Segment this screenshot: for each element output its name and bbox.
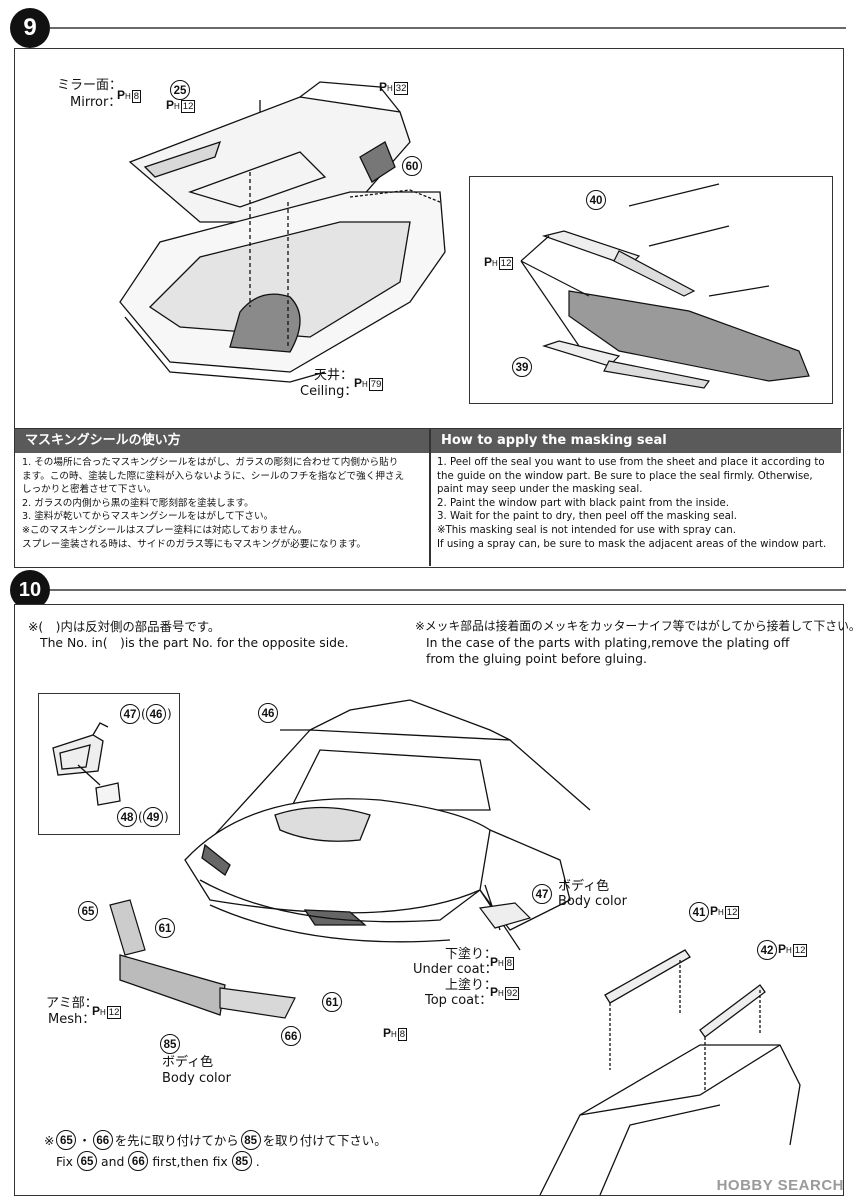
under-coat-label-en: Under coat： <box>413 962 498 977</box>
part-61-callout-left: 61 <box>155 918 175 938</box>
masking-title-jp: マスキングシールの使い方 <box>15 429 429 453</box>
note-plating-jp: ※メッキ部品は接着面のメッキをカッターナイフ等ではがしてから接着して下さい。 <box>415 619 854 633</box>
mesh-label-en: Mesh： <box>48 1012 96 1027</box>
masking-steps-en: 1. Peel off the seal you want to use fro… <box>437 457 827 550</box>
masking-steps-jp: 1. その場所に合ったマスキングシールをはがし、ガラスの彫刻に合わせて内側から貼… <box>22 457 405 550</box>
top-coat-label-jp: 上塗り： <box>445 978 498 993</box>
masking-title-en: How to apply the masking seal <box>431 429 841 453</box>
wiper-drawing <box>520 183 810 389</box>
order-note-jp-85: 85 <box>240 1130 261 1150</box>
note-opposite-side-en: The No. in( )is the part No. for the opp… <box>40 635 349 650</box>
part-47-mirror-drawing <box>478 902 532 929</box>
part-66-drawing <box>219 987 296 1019</box>
order-note-en-85: 85 <box>231 1151 252 1171</box>
under-coat-label-jp: 下塗り： <box>445 947 498 962</box>
top-coat-label-en: Top coat： <box>425 993 493 1008</box>
part-61-callout-right: 61 <box>322 992 342 1012</box>
part-49-paren-close: ) <box>164 810 169 824</box>
part-85-callout: 85 <box>160 1034 180 1054</box>
step-9-rule <box>50 27 846 29</box>
order-note-jp-65: 65 <box>56 1130 77 1150</box>
masking-instructions-box <box>14 428 842 567</box>
part-49-callout: 49 <box>143 807 163 827</box>
roof-rails-drawing <box>539 949 801 1195</box>
part-46-callout: 46 <box>258 703 278 723</box>
mirror-label-en: Mirror： <box>70 95 122 110</box>
order-note-jp: ※ 65 ・ 66 を先に取り付けてから 85 を取り付けて下さい。 <box>44 1130 387 1150</box>
note-plating-en-2: from the gluing point before gluing. <box>426 651 647 666</box>
masking-divider <box>429 429 431 566</box>
part-42-callout: 42 <box>757 940 777 960</box>
body-color-label-jp-47: ボディ色 <box>558 879 610 894</box>
part-49-paren-open: ( <box>138 810 143 824</box>
mesh-label-jp: アミ部： <box>46 996 98 1011</box>
step-9-badge: 9 <box>10 8 50 48</box>
mirror-label-jp: ミラー面： <box>57 78 123 93</box>
part-41-callout: 41 <box>689 902 709 922</box>
part-46-inset-callout: 46 <box>146 704 166 724</box>
order-note-en: Fix 65 and 66 first,then fix 85 . <box>56 1151 260 1171</box>
part-40-callout: 40 <box>586 190 606 210</box>
rear-hatch-drawing <box>119 81 446 383</box>
body-color-label-jp-85: ボディ色 <box>162 1055 214 1070</box>
part-46-paren-open: ( <box>141 707 146 721</box>
part-47-callout: 47 <box>532 884 552 904</box>
part-46-paren-close: ) <box>167 707 172 721</box>
note-plating-en-1: In the case of the parts with plating,re… <box>426 635 790 650</box>
part-25-callout: 25 <box>170 80 190 100</box>
part-47-inset-callout: 47 <box>120 704 140 724</box>
part-66-callout: 66 <box>281 1026 301 1046</box>
note-opposite-side-jp: ※( )内は反対側の部品番号です。 <box>28 619 221 634</box>
body-color-label-en-47: Body color <box>558 894 627 909</box>
order-note-en-66: 66 <box>128 1151 149 1171</box>
ceiling-label-jp: 天井： <box>314 368 354 383</box>
step-10-badge: 10 <box>10 570 50 610</box>
part-85-grille-drawing <box>119 954 226 1016</box>
mirror-inset-drawing <box>52 722 121 806</box>
order-note-en-65: 65 <box>77 1151 98 1171</box>
part-65-callout: 65 <box>78 901 98 921</box>
part-39-callout: 39 <box>512 357 532 377</box>
car-front-drawing <box>184 699 591 951</box>
ceiling-label-en: Ceiling： <box>300 384 358 399</box>
hobby-search-watermark: HOBBY SEARCH <box>716 1177 844 1194</box>
part-65-drawing <box>109 899 146 956</box>
part-48-callout: 48 <box>117 807 137 827</box>
order-note-jp-66: 66 <box>92 1130 113 1150</box>
step-10-rule <box>50 589 846 591</box>
part-60-callout: 60 <box>402 156 422 176</box>
body-color-label-en-85: Body color <box>162 1071 231 1086</box>
